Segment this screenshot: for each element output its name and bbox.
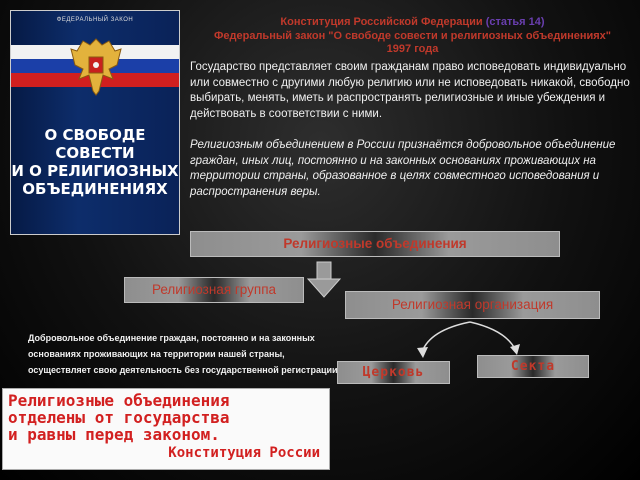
quote-line1: Религиозные объединения xyxy=(8,391,230,410)
book-top-label: ФЕДЕРАЛЬНЫЙ ЗАКОН xyxy=(56,17,134,23)
down-arrow-icon xyxy=(306,261,342,298)
constitution-heading: Конституция Российской Федерации (статья… xyxy=(190,16,635,28)
quote-line2: отделены от государства xyxy=(8,408,230,427)
quote-source: Конституция России xyxy=(168,445,320,461)
book-title: О СВОБОДЕ СОВЕСТИ И О РЕЛИГИОЗНЫХ ОБЪЕДИ… xyxy=(11,126,179,198)
religious-group-definition: Добровольное объединение граждан, постоя… xyxy=(28,333,338,375)
curved-arrow-icon xyxy=(417,321,520,358)
book-title-line2: И О РЕЛИГИОЗНЫХ xyxy=(11,162,179,180)
article-reference: (статья 14) xyxy=(485,16,545,28)
book-title-line1: О СВОБОДЕ СОВЕСТИ xyxy=(44,126,146,162)
rights-paragraph: Государство представляет своим гражданам… xyxy=(190,61,630,120)
law-title: Федеральный закон "О свободе совести и р… xyxy=(214,30,611,42)
law-heading: Федеральный закон "О свободе совести и р… xyxy=(190,30,635,56)
book-title-line3: ОБЪЕДИНЕНИЯХ xyxy=(22,180,168,198)
law-year: 1997 года xyxy=(386,43,439,55)
law-book-cover: ФЕДЕРАЛЬНЫЙ ЗАКОН О СВОБОДЕ СОВЕСТИ И О … xyxy=(10,10,180,235)
religious-organization-box: Религиозная организация xyxy=(345,291,600,319)
quote-line3: и равны перед законом. xyxy=(8,425,220,444)
sect-box: Секта xyxy=(477,355,589,378)
constitution-title: Конституция Российской Федерации xyxy=(280,16,483,28)
constitution-quote: Религиозные объединения отделены от госу… xyxy=(8,392,328,443)
religious-group-box: Религиозная группа xyxy=(124,277,304,303)
religious-associations-box: Религиозные объединения xyxy=(190,231,560,257)
church-box: Церковь xyxy=(337,361,450,384)
russian-emblem-icon xyxy=(70,38,122,96)
definition-paragraph: Религиозным объединением в России призна… xyxy=(190,139,616,198)
constitution-quote-box xyxy=(2,388,330,470)
